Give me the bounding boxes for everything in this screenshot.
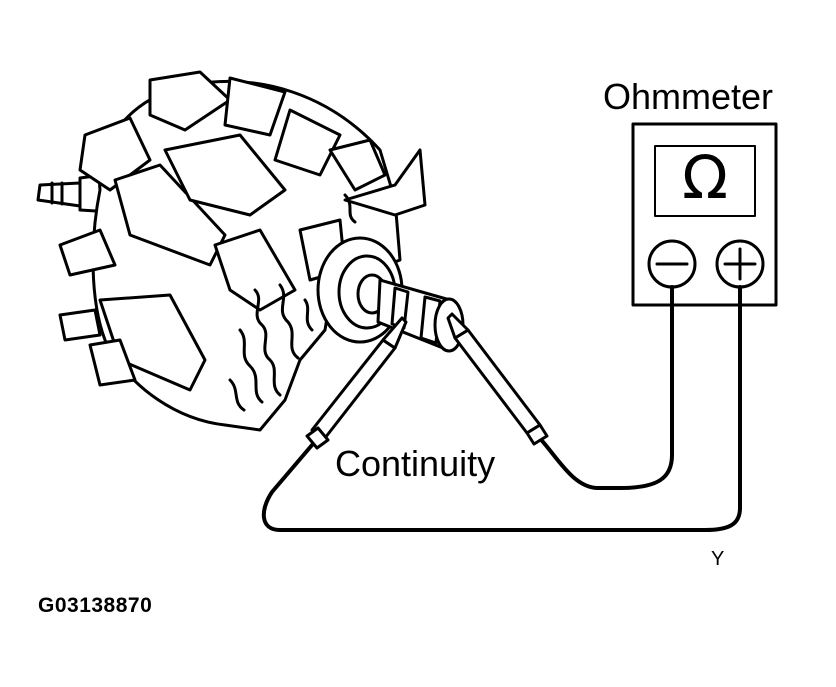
rotor-shaft-right <box>376 278 465 353</box>
claw-pole-bottom-2 <box>88 338 137 387</box>
ohmmeter <box>631 122 778 307</box>
ohmmeter-terminal-positive <box>715 239 765 289</box>
wire-color-label: Y <box>711 548 725 570</box>
rotor-illustration <box>36 70 465 432</box>
claw-pole-bottom-3 <box>58 308 102 342</box>
winding-detail <box>228 193 357 412</box>
continuity-label: Continuity <box>335 443 496 484</box>
claw-pole-right-1 <box>328 138 387 192</box>
claw-pole-top-3 <box>273 108 342 177</box>
claw-pole-mid <box>213 228 297 312</box>
claw-pole-center <box>163 133 287 217</box>
claw-pole-top-1 <box>148 70 232 132</box>
claw-pole-left-3 <box>58 228 117 277</box>
probe-left <box>305 316 408 450</box>
probe-right <box>446 312 549 446</box>
ohmmeter-label: Ohmmeter <box>603 76 774 117</box>
ohmmeter-display <box>654 145 756 217</box>
ohm-symbol-icon: Ω <box>682 143 728 213</box>
positive-lead <box>261 285 742 532</box>
test-leads <box>261 285 742 532</box>
ohmmeter-terminal-negative <box>647 239 697 289</box>
negative-lead <box>531 285 674 490</box>
claw-pole-top-2 <box>223 76 287 137</box>
figure-code: G03138870 <box>38 594 153 617</box>
claw-pole-right-2 <box>343 148 427 217</box>
